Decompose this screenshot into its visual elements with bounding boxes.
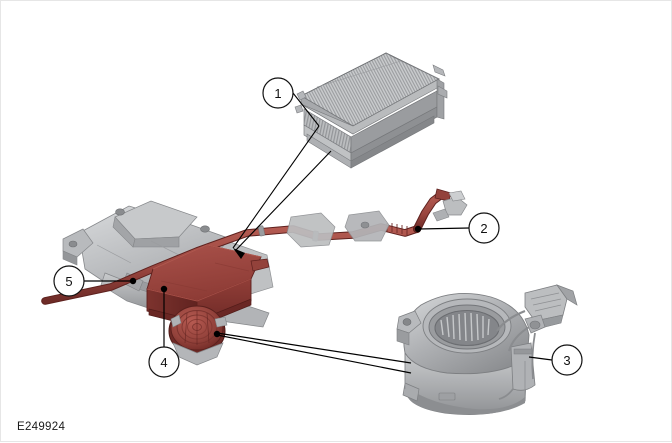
coolant-pump xyxy=(146,244,270,366)
leader-line-3 xyxy=(528,356,553,361)
blower-fan-motor-assembly xyxy=(396,284,578,415)
coolant-pipe xyxy=(41,188,468,305)
leader-line-2 xyxy=(414,225,470,233)
callout-2-label: 2 xyxy=(480,221,487,236)
leader-line-4 xyxy=(160,285,168,347)
callout-5[interactable]: 5 xyxy=(53,265,85,297)
callout-3[interactable]: 3 xyxy=(551,344,583,376)
callout-5-label: 5 xyxy=(65,274,72,289)
leader-line-pump-to-blower xyxy=(213,330,412,374)
callout-4[interactable]: 4 xyxy=(148,346,180,378)
figure-id-label: E249924 xyxy=(17,421,65,433)
callout-markers: 1 2 3 4 5 xyxy=(53,77,583,378)
leader-line-1 xyxy=(232,92,332,259)
callout-1[interactable]: 1 xyxy=(262,77,294,109)
callout-4-label: 4 xyxy=(160,355,167,370)
leader-line-5 xyxy=(84,277,137,285)
heat-exchanger-condenser xyxy=(294,52,448,169)
callout-2[interactable]: 2 xyxy=(468,212,500,244)
leader-lines xyxy=(84,92,553,374)
callout-3-label: 3 xyxy=(563,353,570,368)
callout-1-label: 1 xyxy=(274,86,281,101)
